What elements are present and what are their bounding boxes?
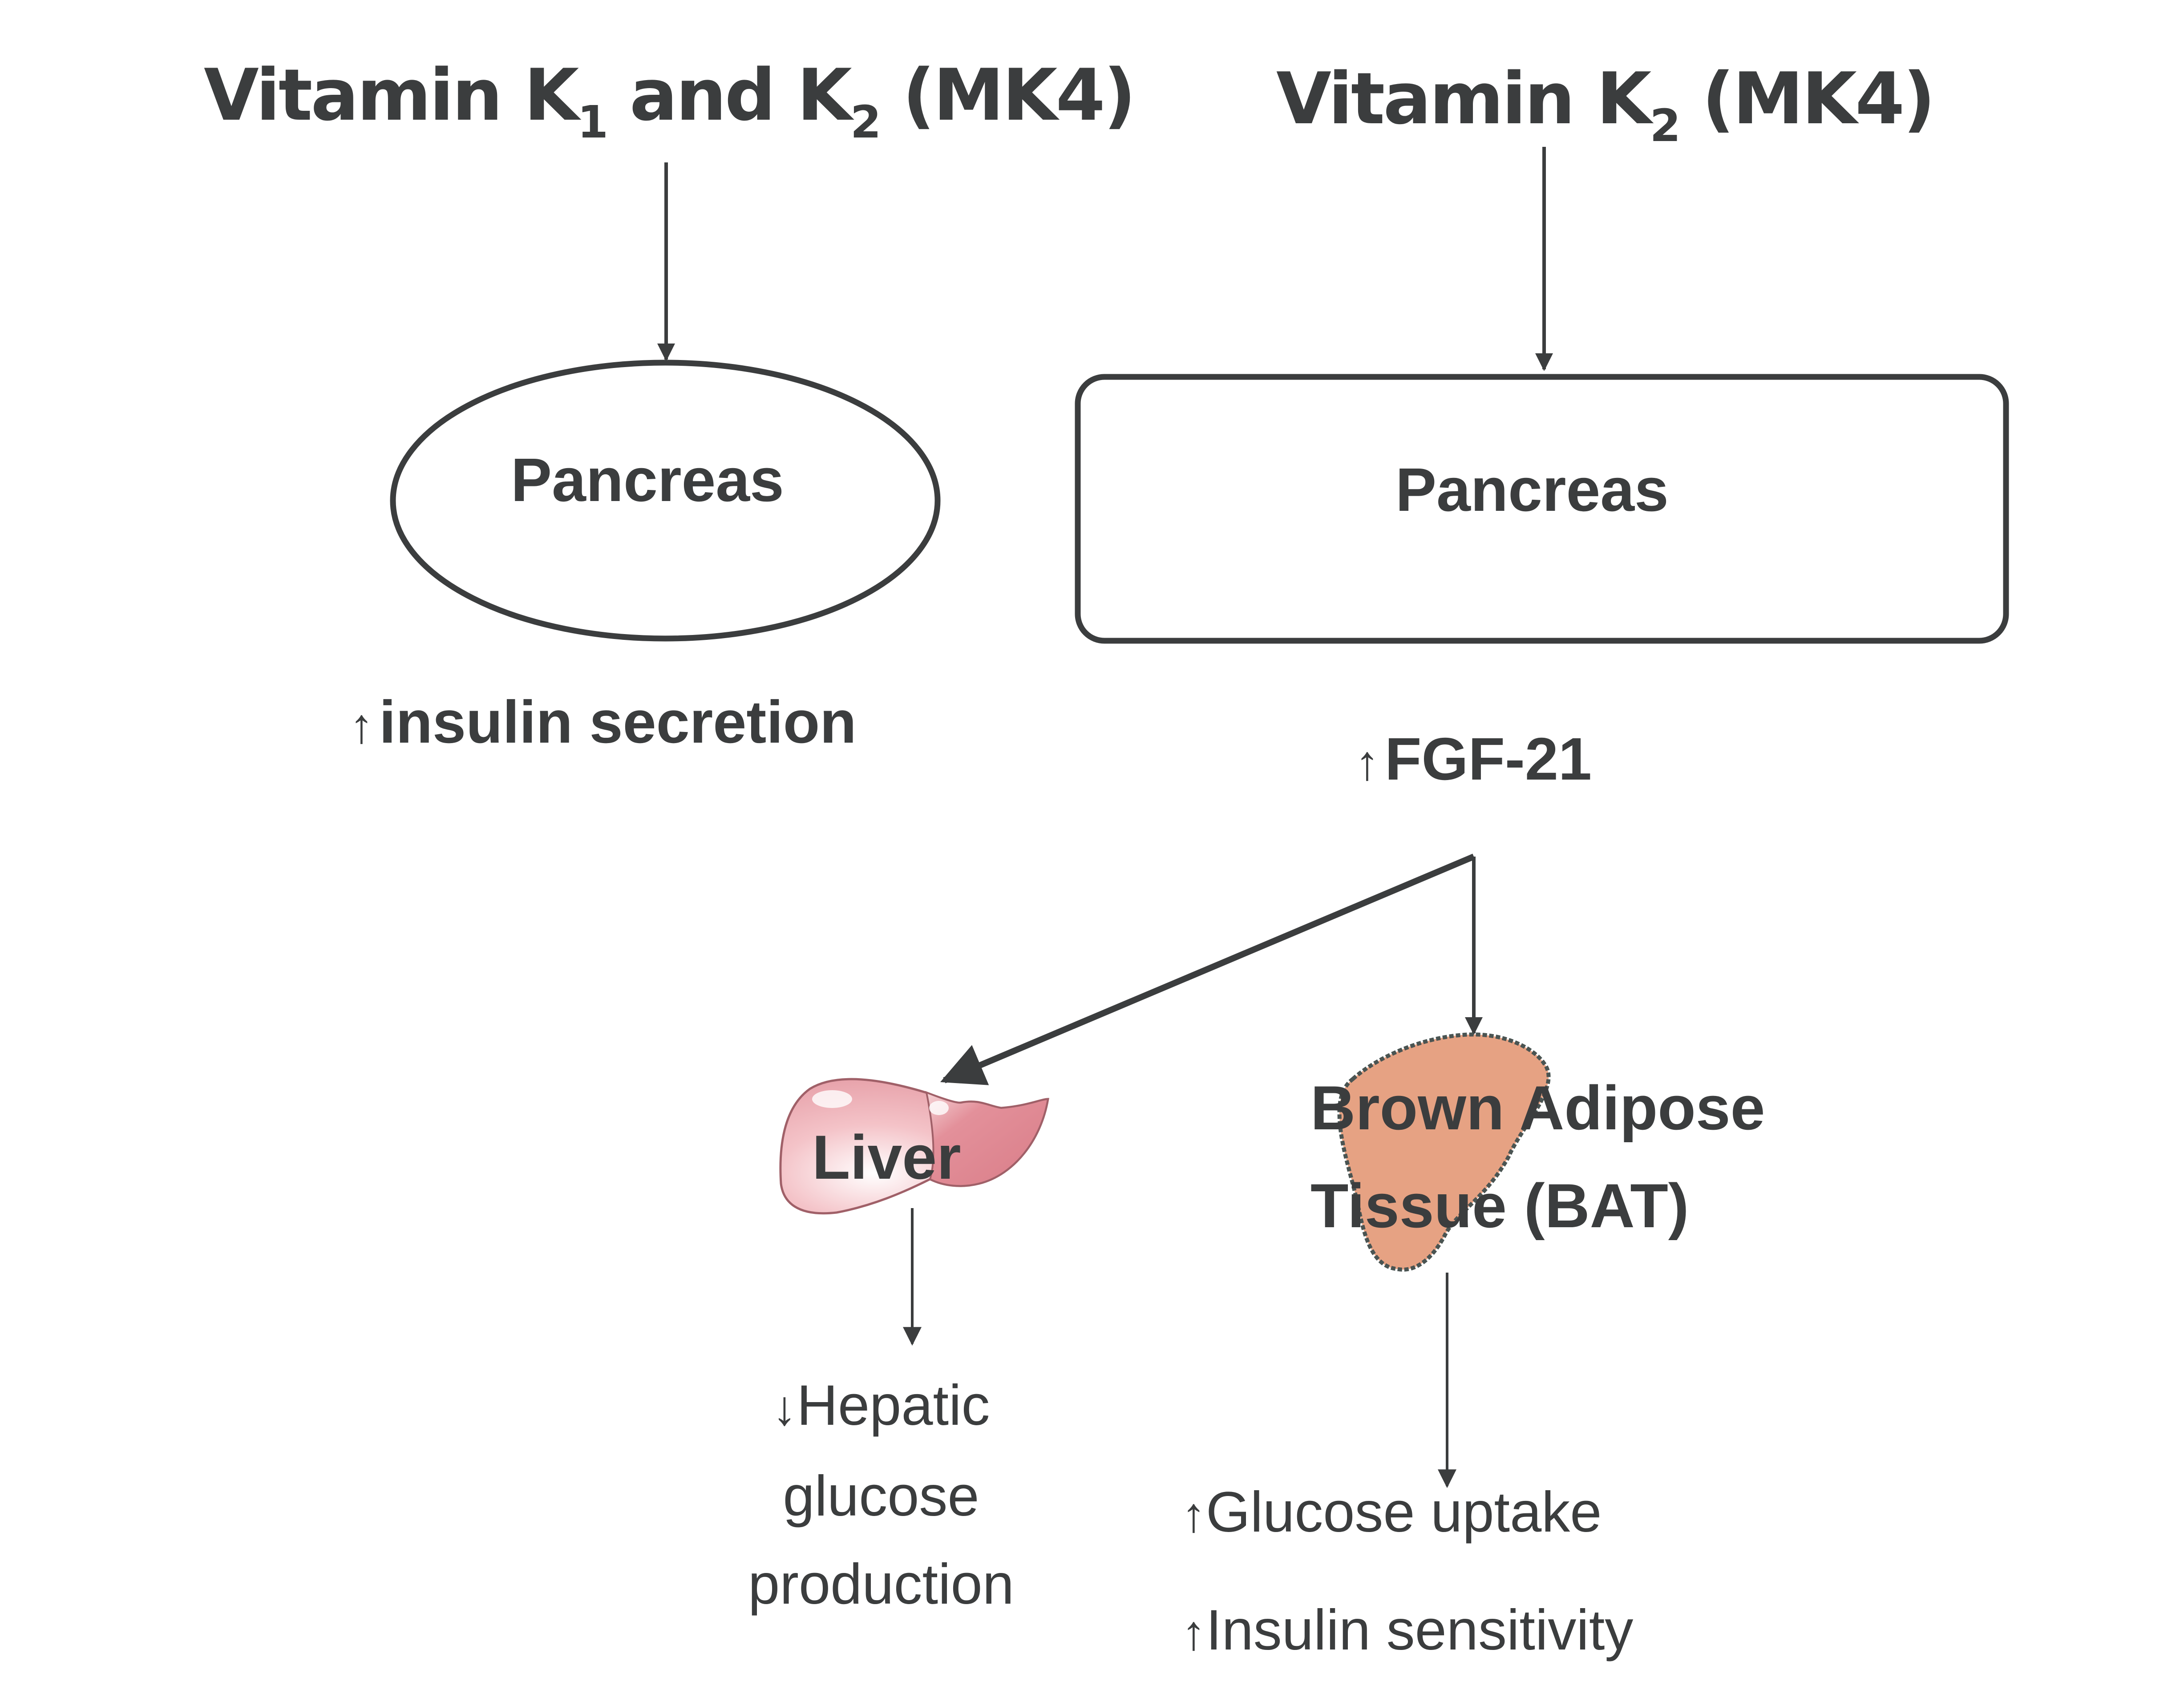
liver-illustration	[779, 1078, 1049, 1215]
liver-effect-line-1: ↓Hepatic	[712, 1362, 1050, 1452]
pancreas-box	[1075, 374, 2009, 644]
bat-effect-insulin-sensitivity: ↑Insulin sensitivity	[1181, 1586, 1633, 1677]
left-pancreas-label: Pancreas	[511, 446, 784, 514]
bat-label-line-2: Tissue (BAT)	[1310, 1171, 1689, 1241]
bat-label: Brown Adipose Tissue (BAT)	[1310, 1059, 1765, 1255]
liver-effect: ↓Hepatic glucose production	[712, 1362, 1050, 1629]
left-heading-suffix: (MK4)	[879, 53, 1136, 137]
left-effect: ↑insulin secretion	[349, 687, 857, 756]
increase-arrow-icon: ↑	[349, 699, 374, 753]
left-heading-prefix: Vitamin K	[204, 53, 579, 137]
liver-effect-line-3: production	[748, 1552, 1014, 1616]
right-pancreas-label: Pancreas	[1395, 456, 1669, 524]
left-heading: Vitamin K1 and K2 (MK4)	[204, 53, 1136, 145]
left-heading-middle: and K	[607, 53, 852, 137]
left-heading-sub1: 1	[577, 96, 608, 148]
liver-label: Liver	[812, 1122, 961, 1192]
bat-effect-glucose-uptake: ↑Glucose uptake	[1181, 1468, 1602, 1559]
right-heading-sub: 2	[1650, 100, 1681, 152]
right-heading-suffix: (MK4)	[1679, 57, 1936, 140]
right-heading: Vitamin K2 (MK4)	[1276, 57, 1936, 148]
arrow-fgf21-to-liver	[940, 853, 1475, 1085]
increase-arrow-icon: ↑	[1181, 1605, 1206, 1660]
bat-label-line-1: Brown Adipose	[1310, 1073, 1765, 1143]
bat-illustration	[1337, 1032, 1551, 1272]
liver-effect-line-2: glucose	[783, 1464, 979, 1528]
right-heading-prefix: Vitamin K	[1276, 57, 1651, 140]
increase-arrow-icon: ↑	[1355, 736, 1379, 790]
pancreas-ellipse	[390, 360, 941, 642]
decrease-arrow-icon: ↓	[772, 1381, 797, 1435]
increase-arrow-icon: ↑	[1181, 1488, 1206, 1542]
left-effect-text: insulin secretion	[379, 688, 857, 756]
right-effect-text: FGF-21	[1385, 725, 1592, 792]
right-effect: ↑FGF-21	[1355, 724, 1592, 793]
left-heading-sub2: 2	[850, 96, 882, 148]
